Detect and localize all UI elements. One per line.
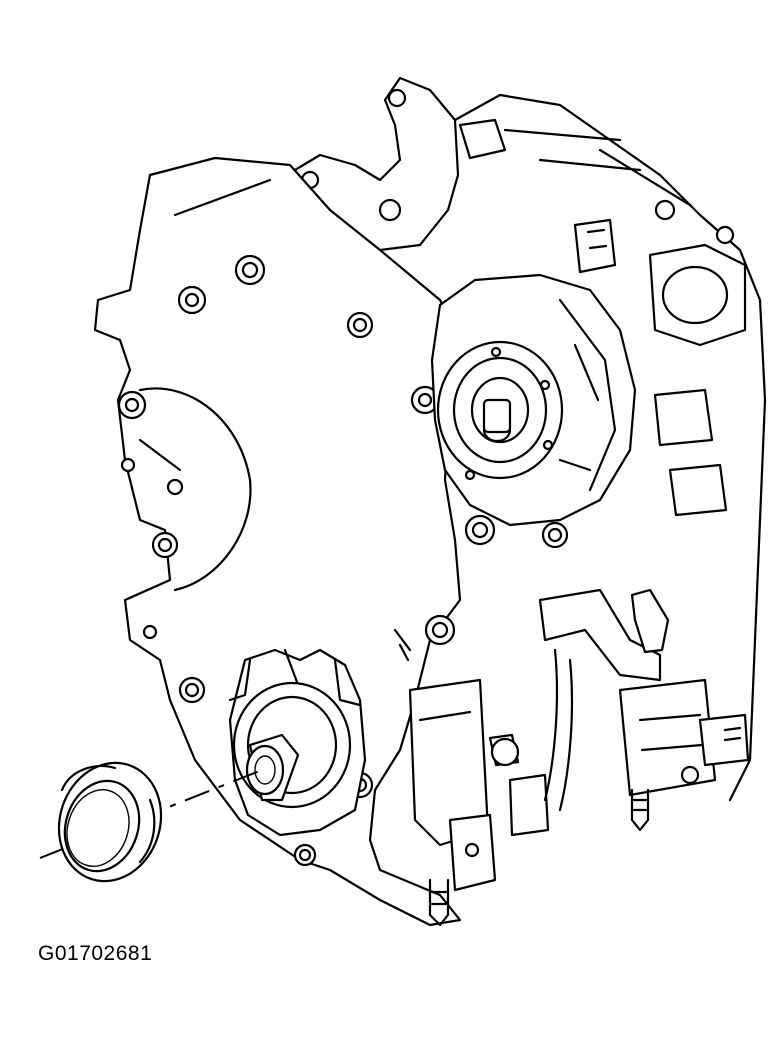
bolt xyxy=(464,514,496,546)
crankshaft-seal-bore xyxy=(228,648,367,837)
engine-block xyxy=(453,93,767,832)
bolt xyxy=(234,254,266,286)
figure-code: G01702681 xyxy=(38,942,153,965)
bolt xyxy=(293,843,317,867)
lower-cover-details xyxy=(408,588,670,927)
bolt xyxy=(178,676,206,704)
water-pump xyxy=(430,273,637,527)
bolt xyxy=(541,521,569,549)
bolt xyxy=(151,531,179,559)
crankshaft-front-seal xyxy=(57,761,163,883)
engine-front-cover-illustration xyxy=(39,76,767,927)
bolt xyxy=(424,614,456,646)
bolt xyxy=(117,390,147,420)
bolt xyxy=(177,285,207,315)
bolt xyxy=(346,311,374,339)
